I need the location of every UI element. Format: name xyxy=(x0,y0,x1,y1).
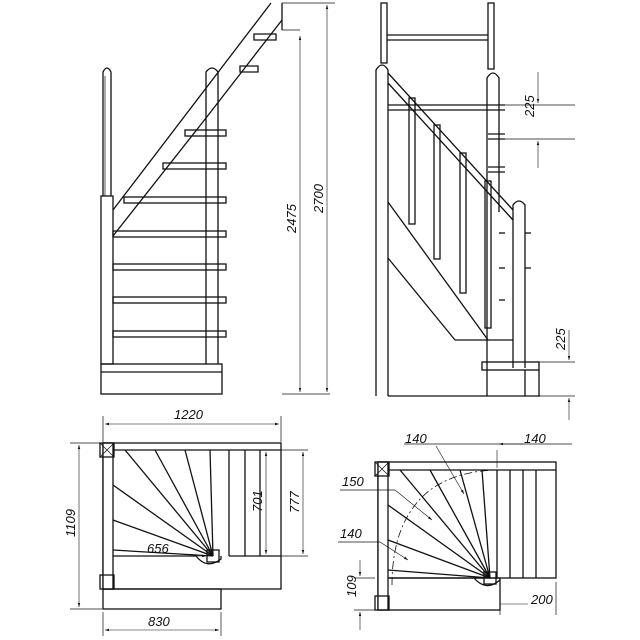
dim-140-a: 140 xyxy=(405,431,427,446)
dim-701: 701 xyxy=(250,490,265,512)
dim-140-b: 140 xyxy=(524,431,546,446)
dim-150: 150 xyxy=(342,474,364,489)
plan-view-left: 1220 1109 777 701 656 830 xyxy=(63,407,308,636)
dim-777: 777 xyxy=(287,491,302,513)
main-post xyxy=(375,64,389,396)
balusters xyxy=(408,97,492,329)
pivot-post-left xyxy=(206,549,220,563)
straight-flight-right xyxy=(496,470,537,578)
tread-set-right xyxy=(388,104,531,301)
dim-2700: 2700 xyxy=(311,183,326,214)
winder-treads-right xyxy=(387,469,501,587)
dim-225-bottom: 225 xyxy=(553,328,568,351)
dim-109: 109 xyxy=(344,575,359,597)
tread-set-left xyxy=(112,129,227,338)
dim-1109: 1109 xyxy=(63,509,78,537)
height-dimensions: 2475 2700 xyxy=(282,2,335,395)
rise-dimensions: 225 225 xyxy=(505,72,575,420)
handrail xyxy=(387,72,514,221)
straight-flight-left xyxy=(228,450,281,557)
dim-830: 830 xyxy=(148,614,170,629)
side-elevation-right: 225 225 xyxy=(375,2,575,420)
plan-view-right: 140 140 150 140 109 200 xyxy=(338,431,572,630)
dim-656: 656 xyxy=(147,541,169,556)
newel-post-right xyxy=(205,67,219,364)
stringer-right xyxy=(387,201,513,341)
dim-140-c: 140 xyxy=(340,526,362,541)
side-elevation-left: 2475 2700 xyxy=(100,2,335,395)
plan-dimensions-right: 140 140 150 140 109 200 xyxy=(338,431,572,630)
upper-treads xyxy=(239,33,277,73)
dim-225-top: 225 xyxy=(522,95,537,118)
dim-2475: 2475 xyxy=(284,203,299,234)
stair-stringer xyxy=(112,2,300,237)
dim-1220: 1220 xyxy=(174,407,204,422)
plan-dimensions-left: 1220 1109 777 701 656 830 xyxy=(63,407,308,636)
pivot-post-right xyxy=(483,571,497,585)
walking-line xyxy=(391,469,501,586)
newel-post-left xyxy=(100,67,114,365)
lower-newel-post xyxy=(512,200,526,368)
dim-200: 200 xyxy=(530,592,553,607)
